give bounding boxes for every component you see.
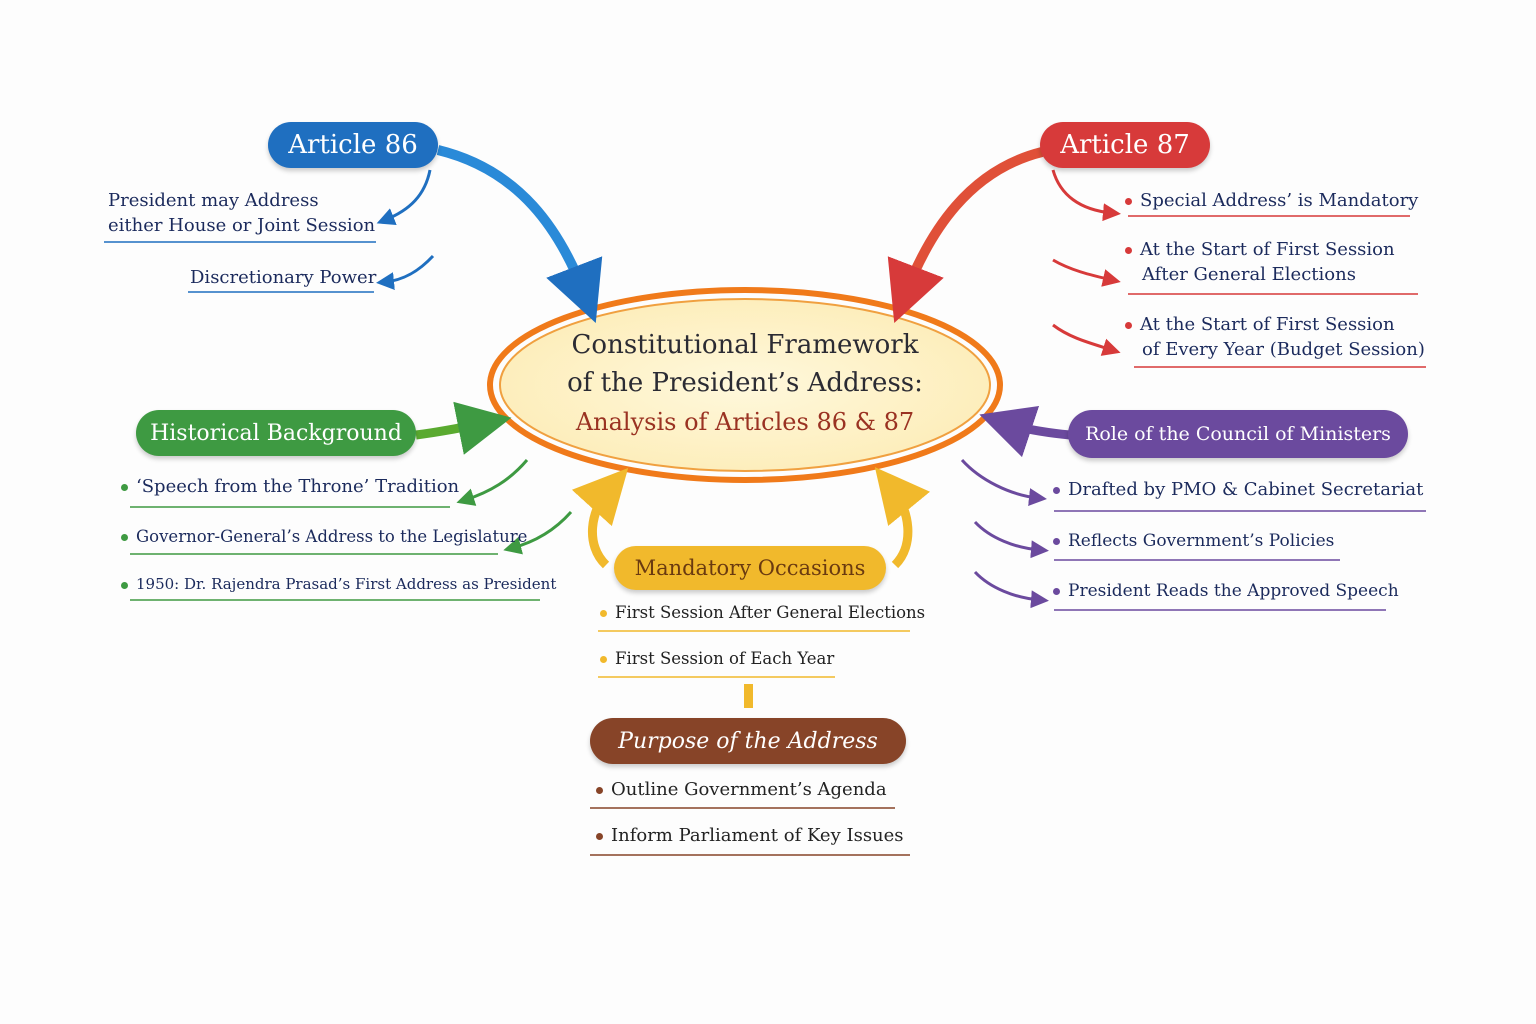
item-text: ‘Speech from the Throne’ Tradition [136, 476, 460, 497]
bullet-icon [600, 610, 607, 617]
bullet-icon [121, 483, 128, 491]
center-ellipse-outer [487, 287, 1003, 483]
arrow-mandatory-left [571, 468, 629, 569]
item-text: After General Elections [1142, 264, 1356, 285]
bullet-icon [1053, 486, 1060, 494]
arrow-article87 [887, 147, 1044, 323]
item-text: At the Start of First Session [1140, 314, 1395, 335]
mandatory-occasions-node: Mandatory Occasions [614, 546, 886, 590]
item-text: Outline Government’s Agenda [611, 779, 887, 800]
item-text: At the Start of First Session [1140, 239, 1395, 260]
item-text: Reflects Government’s Policies [1068, 531, 1335, 551]
bullet-icon [1125, 246, 1132, 254]
article86-item: President may Address either House or Jo… [108, 188, 375, 242]
center-title: Constitutional Framework of the Presiden… [520, 326, 970, 442]
arrow-mandatory-right [874, 467, 930, 569]
bullet-icon [596, 786, 603, 794]
item-line: either House or Joint Session [108, 215, 376, 236]
arrow-article86 [436, 145, 603, 323]
historical-item: 1950: Dr. Rajendra Prasad’s First Addres… [121, 572, 556, 601]
bullet-icon [1053, 538, 1060, 545]
article-87-node: Article 87 [1040, 122, 1210, 168]
article-86-node: Article 86 [268, 122, 438, 168]
council-item: Drafted by PMO & Cabinet Secretariat [1053, 477, 1423, 506]
item-text: President Reads the Approved Speech [1068, 581, 1399, 601]
bullet-icon [600, 656, 607, 663]
center-title-line1: Constitutional Framework [571, 330, 919, 360]
historical-item: ‘Speech from the Throne’ Tradition [121, 474, 459, 503]
purpose-node: Purpose of the Address [590, 718, 906, 764]
item-text: 1950: Dr. Rajendra Prasad’s First Addres… [136, 575, 557, 593]
item-text: First Session of Each Year [615, 649, 835, 668]
council-item: President Reads the Approved Speech [1053, 579, 1399, 608]
purpose-item: Outline Government’s Agenda [596, 777, 887, 806]
item-text: Inform Parliament of Key Issues [611, 825, 904, 846]
mandatory-item: First Session After General Elections [600, 600, 925, 629]
purpose-item: Inform Parliament of Key Issues [596, 823, 904, 852]
bullet-icon [596, 832, 603, 840]
arrow-historical [415, 401, 512, 455]
center-title-line2: of the President’s Address: [567, 368, 923, 398]
council-of-ministers-node: Role of the Council of Ministers [1068, 410, 1408, 458]
historical-item: Governor-General’s Address to the Legisl… [121, 524, 527, 553]
bullet-icon [121, 581, 128, 589]
arrow-council [979, 405, 1071, 458]
bullet-icon [1053, 588, 1060, 595]
center-subtitle: Analysis of Articles 86 & 87 [575, 408, 915, 436]
center-ellipse [499, 298, 991, 472]
item-text: Special Address’ is Mandatory [1140, 190, 1419, 211]
article87-item: Special Address’ is Mandatory [1125, 188, 1418, 217]
mandatory-item: First Session of Each Year [600, 646, 834, 675]
item-text: First Session After General Elections [615, 603, 926, 622]
bullet-icon [1125, 197, 1132, 205]
item-text: Drafted by PMO & Cabinet Secretariat [1068, 479, 1424, 500]
item-text: of Every Year (Budget Session) [1142, 339, 1425, 360]
item-text: Governor-General’s Address to the Legisl… [136, 527, 528, 546]
connector-mandatory-purpose [744, 684, 753, 708]
bullet-icon [1125, 321, 1132, 329]
council-item: Reflects Government’s Policies [1053, 529, 1334, 558]
historical-background-node: Historical Background [136, 410, 416, 456]
article86-item: Discretionary Power [190, 267, 377, 288]
bullet-icon [121, 534, 128, 541]
article87-item: At the Start of First Session of Every Ye… [1125, 312, 1425, 366]
item-line: President may Address [108, 190, 319, 211]
